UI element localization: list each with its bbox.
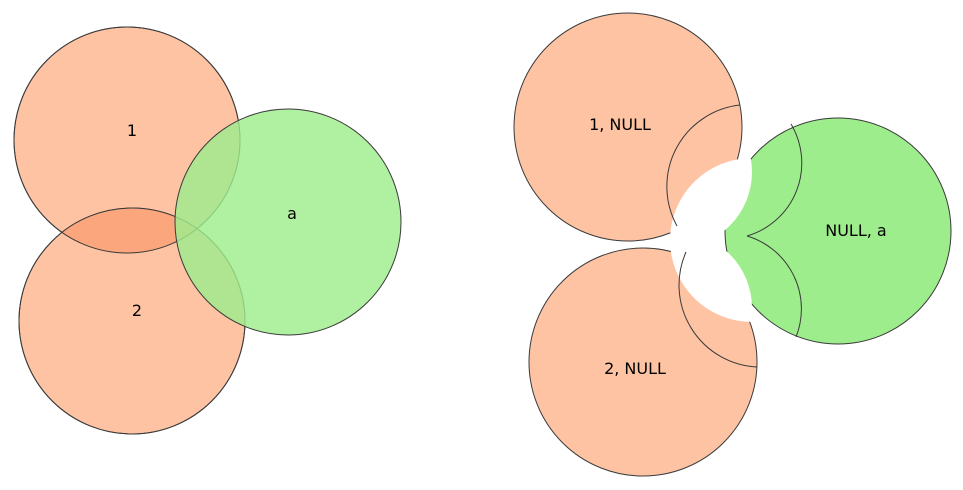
piece-null-a xyxy=(724,117,952,345)
circle-a xyxy=(174,108,402,336)
circle-a-label: a xyxy=(287,204,297,223)
left-panel: 1 2 a xyxy=(13,26,402,435)
piece-2-null xyxy=(528,247,758,477)
cut-edges xyxy=(666,104,803,368)
piece-2-label: 2, NULL xyxy=(604,359,666,378)
piece-1-label: 1, NULL xyxy=(589,115,651,134)
piece-a-label: NULL, a xyxy=(825,221,886,240)
circle-2-label: 2 xyxy=(132,301,142,320)
right-panel: 1, NULL 2, NULL NULL, a xyxy=(513,12,952,477)
circle-1-label: 1 xyxy=(127,121,137,140)
piece-1-null xyxy=(513,12,743,242)
